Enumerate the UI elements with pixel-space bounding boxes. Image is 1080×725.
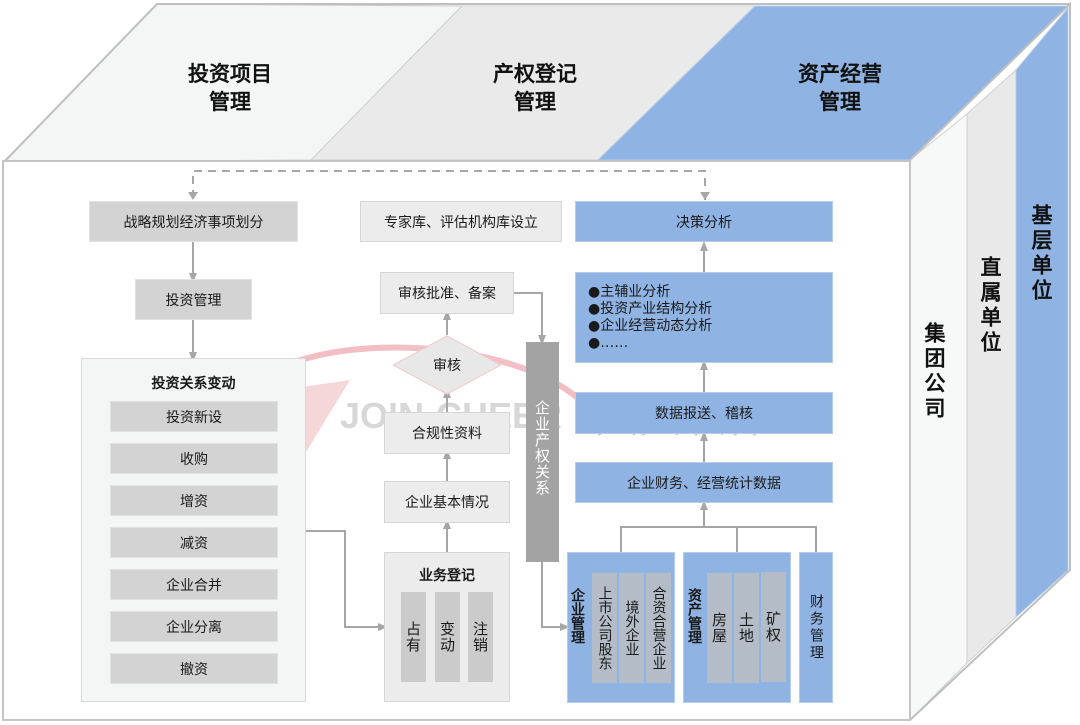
arrow-change-to-register [306, 530, 388, 631]
relation-change-item[interactable]: 企业合并 [110, 569, 278, 600]
layer-base-unit: 基层单位 [1029, 204, 1053, 304]
approval-filing-box[interactable]: 审核批准、备案 [380, 272, 514, 314]
relation-change-item[interactable]: 收购 [110, 443, 278, 474]
top-outline [3, 3, 1070, 163]
data-report-audit-box[interactable]: 数据报送、稽核 [575, 392, 833, 434]
header-property: 产权登记 管理 [455, 60, 615, 116]
header-property-line1: 产权登记 [493, 62, 577, 86]
arrow-head [700, 192, 710, 200]
asset-item-house[interactable]: 房屋 [707, 573, 732, 683]
header-property-line2: 管理 [514, 90, 556, 114]
panel-title: 业务登记 [419, 568, 475, 584]
side-face-base [1015, 6, 1069, 619]
arrow-approval-to-ownership [514, 292, 546, 345]
registration-item-occupy[interactable]: 占有 [401, 592, 426, 682]
arrow-head [188, 192, 198, 200]
relation-change-item[interactable]: 减资 [110, 527, 278, 558]
arrow-ownership-to-enterprise [541, 562, 570, 631]
registration-item-change[interactable]: 变动 [435, 592, 460, 682]
ownership-relation-bar[interactable]: 企业产权关系 [526, 342, 559, 562]
header-investment: 投资项目 管理 [150, 60, 310, 116]
decision-analysis-box[interactable]: 决策分析 [575, 201, 833, 242]
review-diamond[interactable] [392, 335, 502, 395]
header-investment-line1: 投资项目 [188, 62, 272, 86]
analysis-item: ●投资产业结构分析 [588, 300, 713, 317]
investment-management-box[interactable]: 投资管理 [135, 279, 252, 320]
strategy-box[interactable]: 战略规划经济事项划分 [89, 201, 298, 242]
header-investment-line2: 管理 [209, 90, 251, 114]
header-asset: 资产经营 管理 [760, 60, 920, 116]
header-asset-line1: 资产经营 [798, 62, 882, 86]
analysis-item: ●企业经营动态分析 [588, 317, 713, 334]
enterprise-item-listed-shareholder[interactable]: 上市公司股东 [592, 573, 617, 683]
asset-item-land[interactable]: 土地 [734, 573, 759, 683]
analysis-item: ●主辅业分析 [588, 283, 671, 300]
relation-change-item[interactable]: 增资 [110, 485, 278, 516]
compliance-materials-box[interactable]: 合规性资料 [384, 412, 510, 454]
relation-change-item[interactable]: 撤资 [110, 653, 278, 684]
tree-connector [620, 526, 817, 552]
finance-stats-data-box[interactable]: 企业财务、经营统计数据 [575, 462, 833, 503]
panel-title: 投资关系变动 [151, 376, 236, 392]
layer-direct-unit: 直属单位 [978, 256, 1002, 356]
finance-management-box[interactable]: 财务管理 [799, 552, 833, 703]
side-face-direct [966, 68, 1017, 665]
analysis-item: ●…… [588, 334, 629, 351]
enterprise-basic-info-box[interactable]: 企业基本情况 [384, 481, 510, 523]
asset-management-title: 资产管理 [686, 588, 702, 644]
asset-item-mining-right[interactable]: 矿权 [761, 572, 786, 682]
side-outline [909, 1, 1071, 721]
review-diamond-label: 审核 [433, 358, 461, 374]
enterprise-management-title: 企业管理 [569, 588, 585, 644]
enterprise-item-joint-venture[interactable]: 合资合营企业 [646, 573, 671, 683]
relation-change-item[interactable]: 投资新设 [110, 401, 278, 432]
relation-change-item[interactable]: 企业分离 [110, 611, 278, 642]
dashed-link [192, 170, 706, 200]
header-asset-line2: 管理 [819, 90, 861, 114]
expert-library-box[interactable]: 专家库、评估机构库设立 [360, 201, 562, 242]
registration-item-cancel[interactable]: 注销 [468, 592, 493, 682]
analysis-list-box[interactable]: ●主辅业分析 ●投资产业结构分析 ●企业经营动态分析 ●…… [575, 272, 833, 363]
layer-group-company: 集团公司 [922, 322, 946, 422]
enterprise-item-overseas[interactable]: 境外企业 [619, 573, 644, 683]
